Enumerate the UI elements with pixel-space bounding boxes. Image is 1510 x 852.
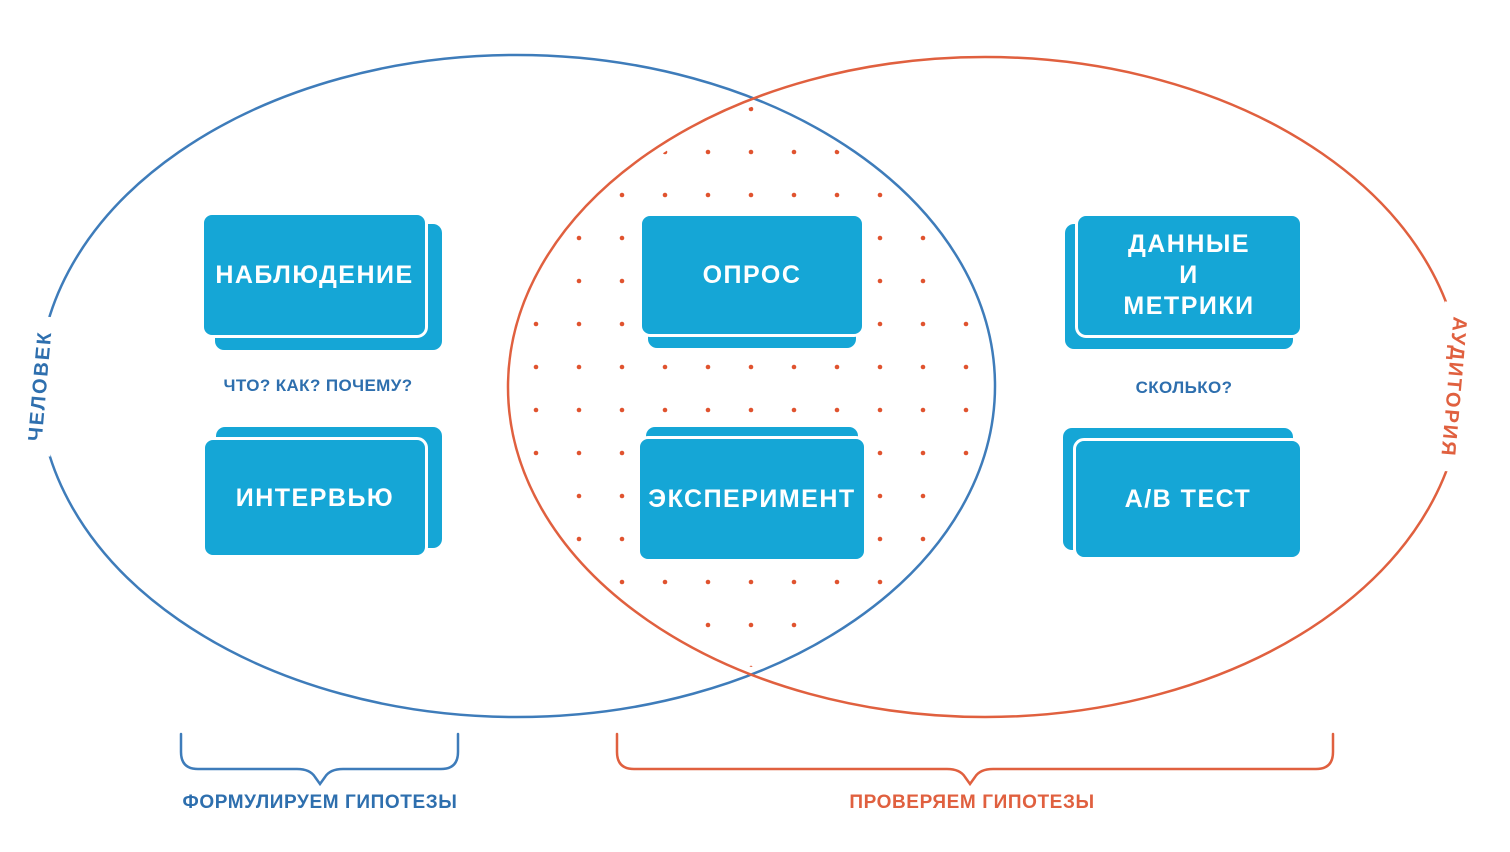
question-right: СКОЛЬКО? — [1135, 378, 1233, 397]
left-brace — [179, 732, 460, 787]
box-data-metrics: ДАННЫЕ И МЕТРИКИ — [1065, 213, 1303, 349]
box-observation: НАБЛЮДЕНИЕ — [201, 212, 442, 350]
box-observation-label: НАБЛЮДЕНИЕ — [201, 212, 428, 338]
box-survey: ОПРОС — [639, 213, 865, 348]
box-data-metrics-label: ДАННЫЕ И МЕТРИКИ — [1075, 213, 1303, 338]
box-ab-test: A/B ТЕСТ — [1063, 428, 1303, 560]
box-experiment: ЭКСПЕРИМЕНТ — [637, 427, 867, 562]
caption-test-hypotheses: ПРОВЕРЯЕМ ГИПОТЕЗЫ — [849, 792, 1095, 813]
box-interview-label: ИНТЕРВЬЮ — [202, 437, 428, 558]
box-survey-label: ОПРОС — [639, 213, 865, 337]
box-interview: ИНТЕРВЬЮ — [202, 427, 442, 558]
caption-formulate-hypotheses: ФОРМУЛИРУЕМ ГИПОТЕЗЫ — [182, 792, 458, 813]
box-experiment-label: ЭКСПЕРИМЕНТ — [637, 436, 867, 562]
box-ab-test-label: A/B ТЕСТ — [1073, 438, 1303, 560]
right-brace — [615, 732, 1335, 787]
question-left: ЧТО? КАК? ПОЧЕМУ? — [223, 376, 413, 395]
